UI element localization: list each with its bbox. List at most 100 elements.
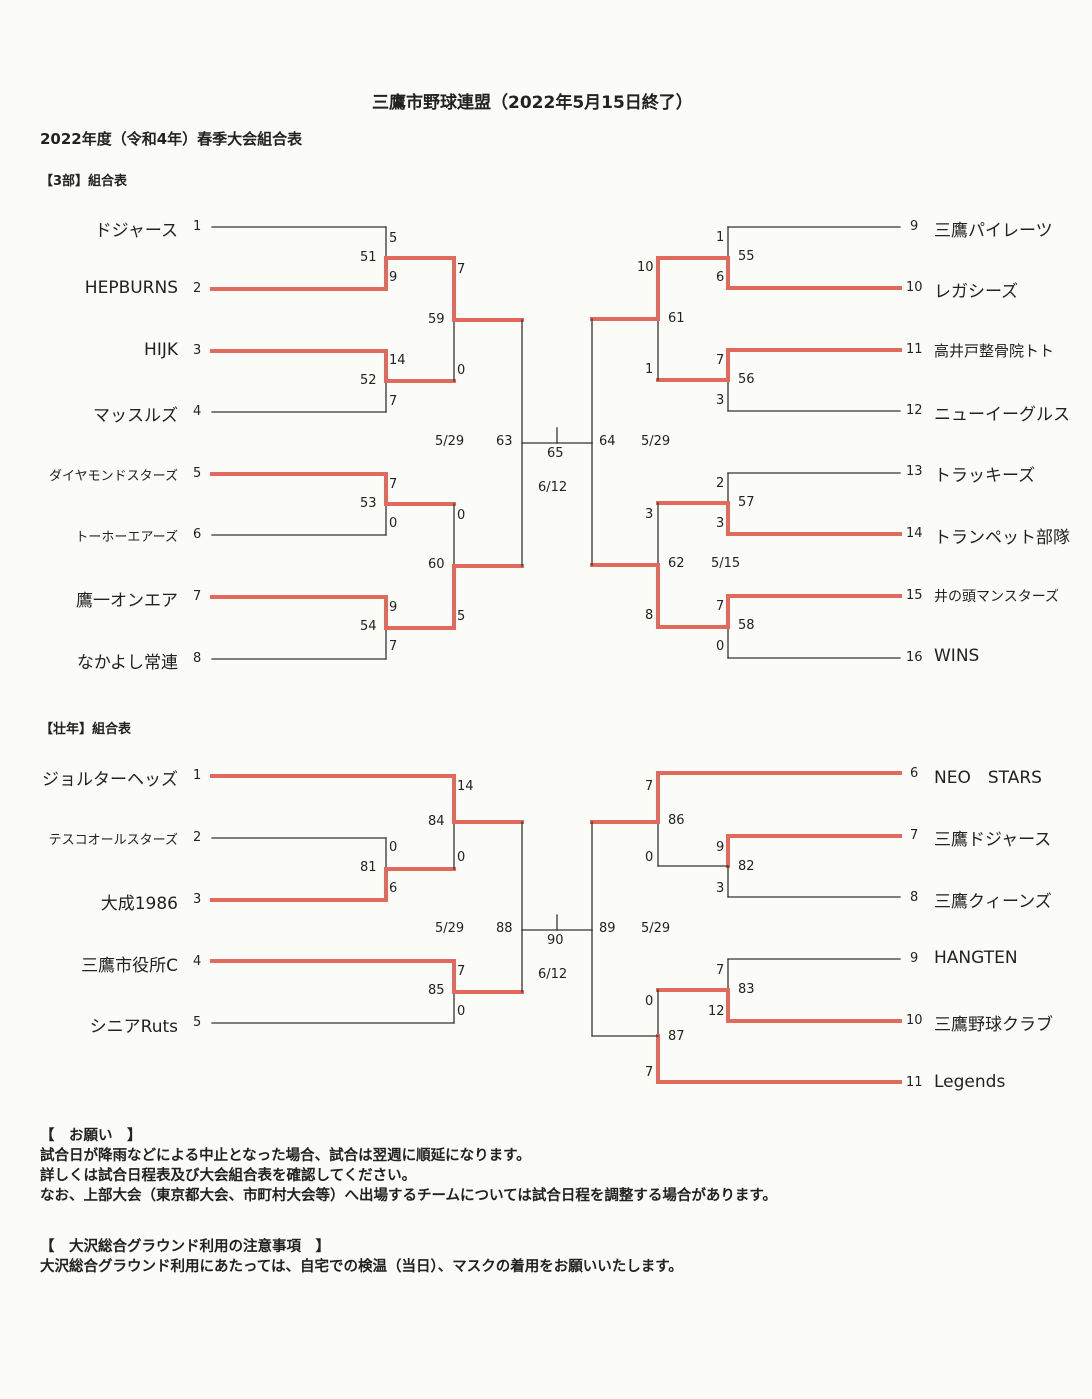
match-number: 89 bbox=[599, 921, 616, 936]
match-number: 59 bbox=[428, 312, 445, 327]
team-seed: 9 bbox=[910, 951, 919, 966]
score: 3 bbox=[716, 881, 725, 896]
team-seed: 11 bbox=[906, 1075, 923, 1090]
match-number: 53 bbox=[360, 496, 377, 511]
score: 8 bbox=[645, 608, 654, 623]
score: 0 bbox=[716, 639, 725, 654]
team-seed: 2 bbox=[193, 281, 202, 296]
team-name: 三鷹野球クラブ bbox=[934, 1015, 1053, 1035]
match-number: 86 bbox=[668, 813, 685, 828]
team-name: シニアRuts bbox=[89, 1017, 178, 1037]
match-number: 88 bbox=[496, 921, 513, 936]
team-name: Legends bbox=[934, 1072, 1006, 1092]
team-seed: 3 bbox=[193, 892, 202, 907]
team-seed: 13 bbox=[906, 464, 923, 479]
page-title: 三鷹市野球連盟（2022年5月15日終了） bbox=[372, 93, 693, 113]
score: 7 bbox=[389, 477, 398, 492]
match-number: 61 bbox=[668, 311, 685, 326]
score: 0 bbox=[457, 363, 466, 378]
score: 0 bbox=[389, 840, 398, 855]
div3-heading: 【3部】組合表 bbox=[40, 174, 128, 189]
team-name: ニューイーグルス bbox=[934, 405, 1070, 425]
score: 0 bbox=[389, 516, 398, 531]
team-name: トランペット部隊 bbox=[934, 528, 1070, 548]
team-seed: 11 bbox=[906, 342, 923, 357]
match-date: 6/12 bbox=[538, 967, 568, 982]
match-number: 81 bbox=[360, 860, 377, 875]
score: 2 bbox=[716, 476, 725, 491]
team-seed: 6 bbox=[910, 766, 919, 781]
match-number: 64 bbox=[599, 434, 616, 449]
score: 0 bbox=[457, 850, 466, 865]
team-name: 井の頭マンスターズ bbox=[934, 589, 1060, 605]
request-heading: 【 お願い 】 bbox=[40, 1128, 142, 1144]
score: 0 bbox=[457, 508, 466, 523]
team-seed: 5 bbox=[193, 466, 202, 481]
match-number: 62 bbox=[668, 556, 685, 571]
team-name: 鷹一オンエア bbox=[76, 591, 178, 611]
team-seed: 7 bbox=[193, 589, 202, 604]
score: 1 bbox=[716, 230, 725, 245]
team-name: 高井戸整骨院トト bbox=[934, 342, 1055, 360]
score: 6 bbox=[389, 881, 398, 896]
team-name: NEO STARS bbox=[934, 768, 1042, 788]
match-number: 82 bbox=[738, 859, 755, 874]
team-name: 三鷹クィーンズ bbox=[934, 892, 1052, 912]
score: 7 bbox=[716, 599, 725, 614]
ground-heading: 【 大沢総合グラウンド利用の注意事項 】 bbox=[40, 1239, 330, 1255]
match-number: 56 bbox=[738, 372, 755, 387]
team-name: 三鷹パイレーツ bbox=[934, 221, 1053, 241]
match-number: 65 bbox=[547, 446, 564, 461]
score: 0 bbox=[457, 1004, 466, 1019]
score: 9 bbox=[389, 600, 398, 615]
match-number: 63 bbox=[496, 434, 513, 449]
score: 6 bbox=[716, 270, 725, 285]
score: 12 bbox=[708, 1004, 725, 1019]
team-seed: 4 bbox=[193, 404, 202, 419]
request-line: なお、上部大会（東京都大会、市町村大会等）へ出場するチームについては試合日程を調… bbox=[40, 1188, 777, 1204]
team-name: なかよし常連 bbox=[76, 653, 178, 673]
match-number: 57 bbox=[738, 495, 755, 510]
team-name: テスコオールスターズ bbox=[48, 833, 178, 848]
score: 5 bbox=[457, 609, 466, 624]
team-seed: 5 bbox=[193, 1015, 202, 1030]
score: 7 bbox=[645, 1065, 654, 1080]
match-date: 5/29 bbox=[641, 434, 671, 449]
score: 7 bbox=[389, 639, 398, 654]
score: 9 bbox=[716, 840, 725, 855]
score: 0 bbox=[645, 850, 654, 865]
score: 7 bbox=[716, 963, 725, 978]
team-name: ジョルターヘッズ bbox=[42, 770, 178, 790]
match-number: 90 bbox=[547, 933, 564, 948]
score: 7 bbox=[645, 779, 654, 794]
score: 9 bbox=[389, 270, 398, 285]
score: 14 bbox=[389, 353, 406, 368]
request-line: 詳しくは試合日程表及び大会組合表を確認してください。 bbox=[40, 1168, 417, 1184]
ground-line: 大沢総合グラウンド利用にあたっては、自宅での検温（当日）、マスクの着用をお願いい… bbox=[40, 1259, 683, 1275]
team-seed: 16 bbox=[906, 650, 923, 665]
team-seed: 8 bbox=[193, 651, 202, 666]
score: 10 bbox=[637, 260, 654, 275]
match-number: 51 bbox=[360, 250, 377, 265]
page-subtitle: 2022年度（令和4年）春季大会組合表 bbox=[40, 130, 303, 148]
team-name: 三鷹市役所C bbox=[81, 956, 178, 976]
senior-heading: 【壮年】組合表 bbox=[40, 722, 132, 737]
match-number: 85 bbox=[428, 983, 445, 998]
match-number: 58 bbox=[738, 618, 755, 633]
team-name: ドジャース bbox=[94, 221, 178, 241]
score: 7 bbox=[457, 262, 466, 277]
request-line: 試合日が降雨などによる中止となった場合、試合は翌週に順延になります。 bbox=[40, 1148, 531, 1164]
team-seed: 7 bbox=[910, 828, 919, 843]
team-seed: 14 bbox=[906, 526, 923, 541]
score: 7 bbox=[457, 964, 466, 979]
score: 14 bbox=[457, 779, 474, 794]
match-date: 5/29 bbox=[435, 434, 465, 449]
team-name: HANGTEN bbox=[934, 948, 1018, 968]
match-date: 5/15 bbox=[711, 556, 741, 571]
team-seed: 3 bbox=[193, 343, 202, 358]
team-seed: 2 bbox=[193, 830, 202, 845]
match-date: 6/12 bbox=[538, 480, 568, 495]
team-seed: 1 bbox=[193, 219, 202, 234]
